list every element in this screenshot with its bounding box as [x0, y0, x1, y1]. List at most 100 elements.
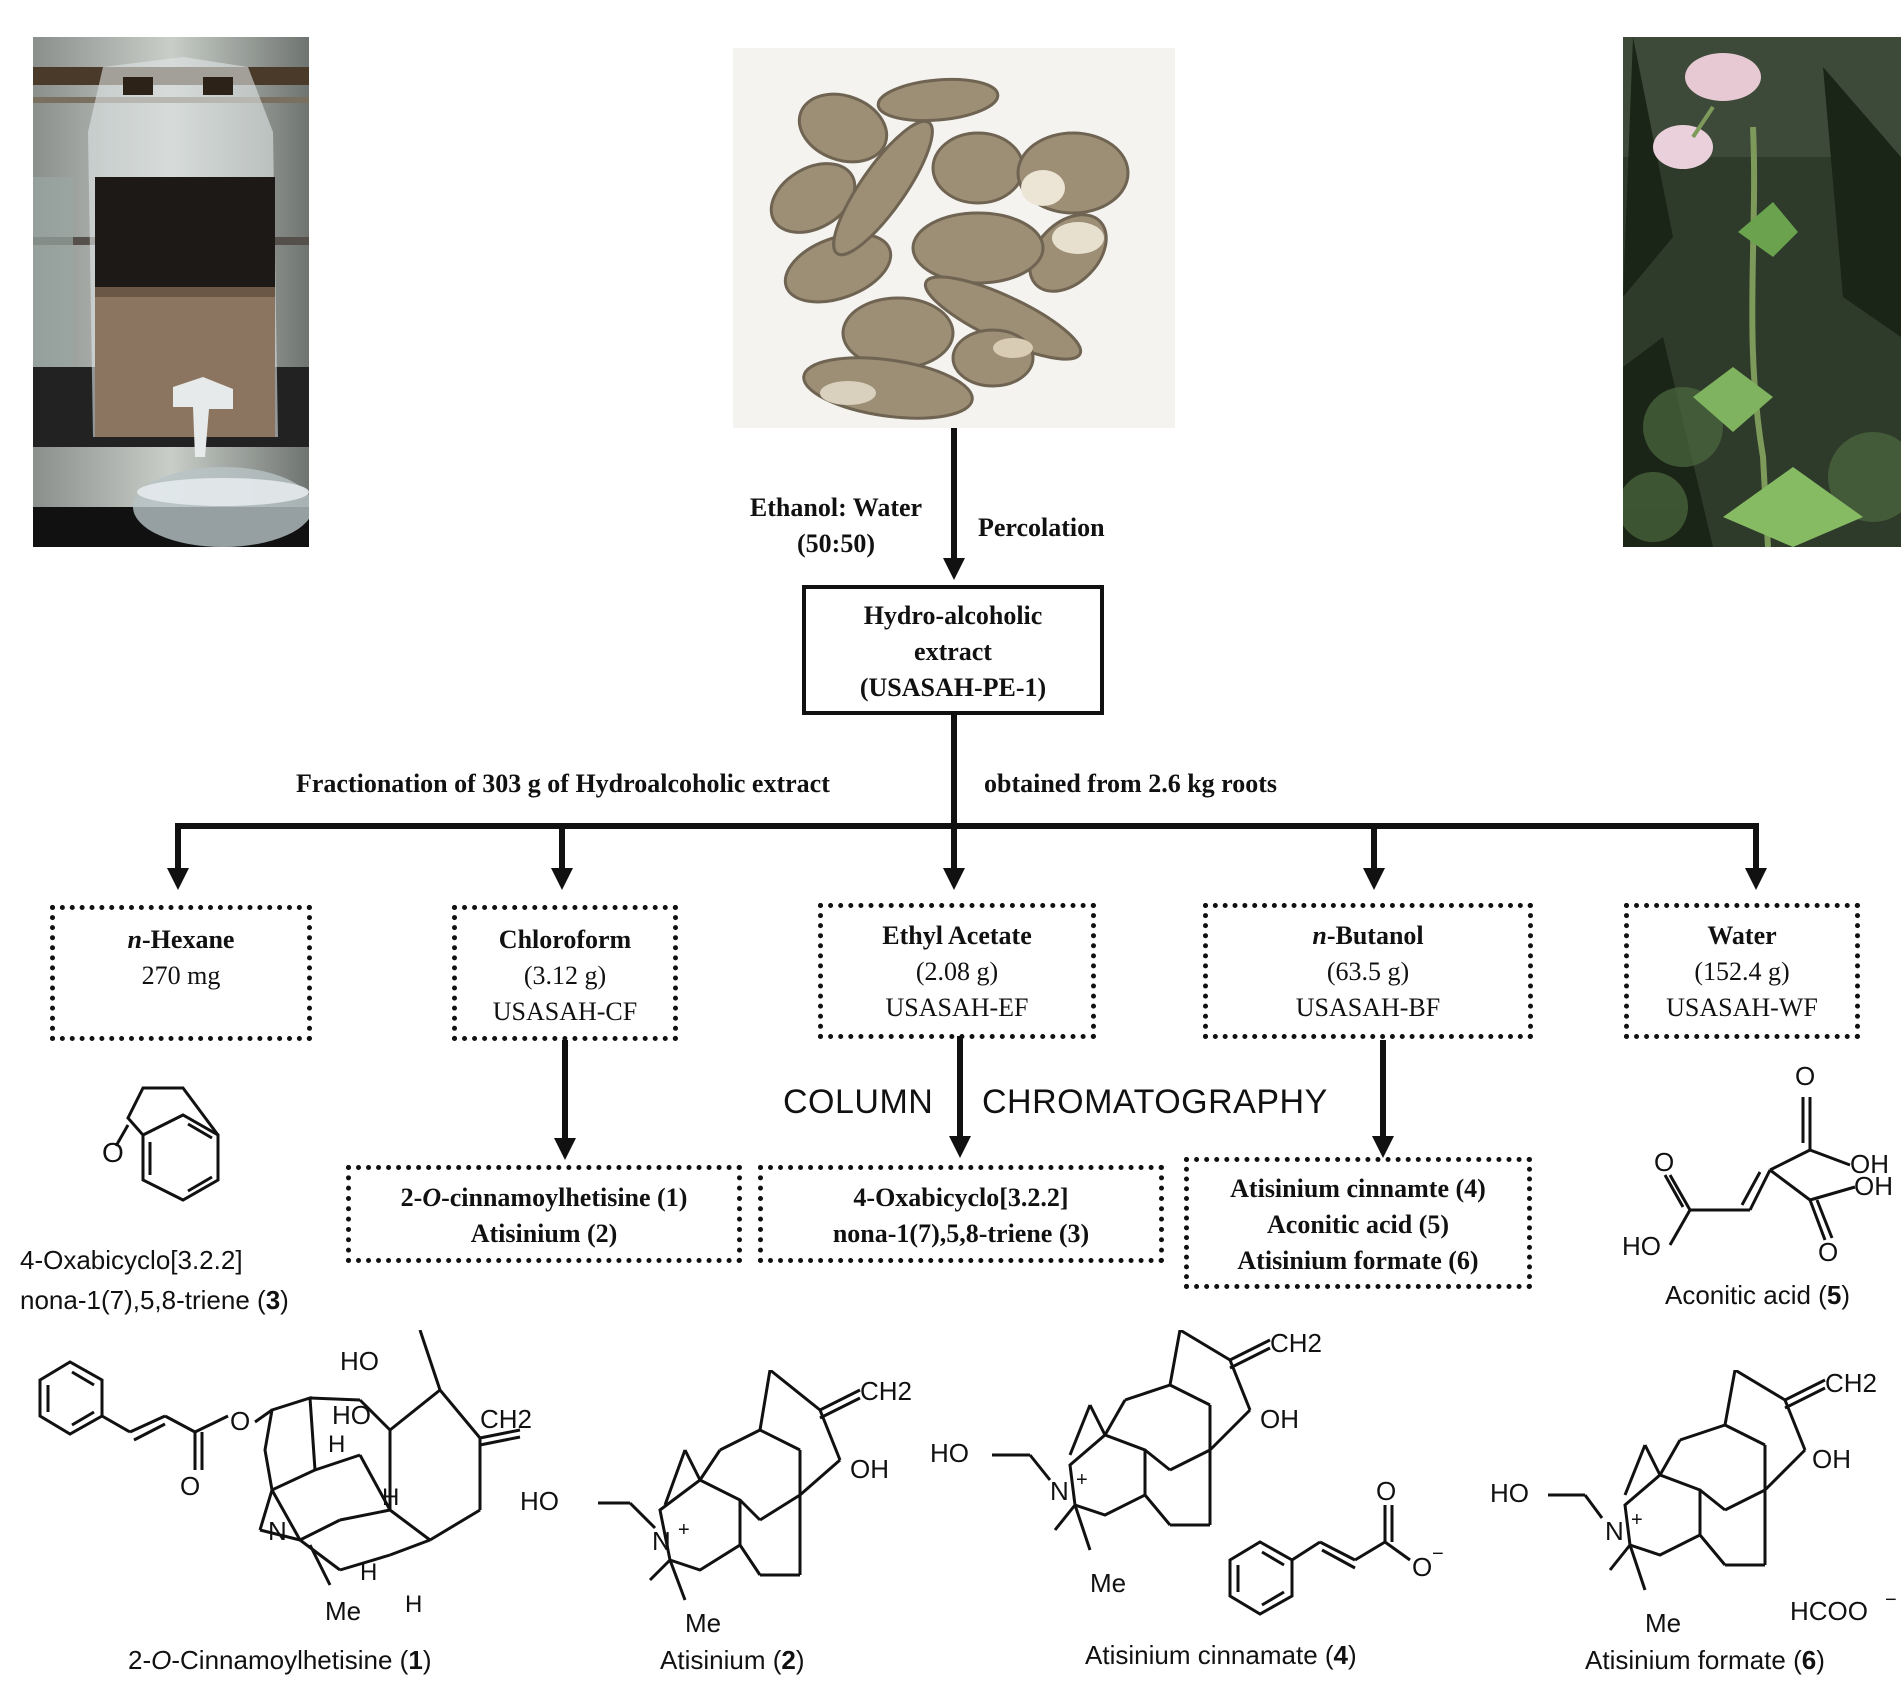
- fraction-name: n-Butanol: [1208, 918, 1528, 954]
- atom-me: Me: [685, 1608, 721, 1638]
- fraction-amount: (63.5 g): [1326, 957, 1410, 986]
- oxabicyclo-caption: 4-Oxabicyclo[3.2.2] nona-1(7),5,8-triene…: [20, 1240, 289, 1320]
- fraction-name: n-Hexane: [55, 922, 307, 958]
- atom-oh: OH: [1260, 1404, 1299, 1434]
- atom-o: O: [230, 1406, 250, 1436]
- atom-o-carbonyl: O: [180, 1471, 200, 1501]
- text-part: Atisinium formate (: [1585, 1645, 1802, 1675]
- compound-number: 1: [408, 1645, 423, 1675]
- compound-number: 2: [781, 1645, 796, 1675]
- fraction-code: USASAH-CF: [492, 997, 638, 1026]
- text-part: Aconitic acid (: [1665, 1280, 1827, 1310]
- charge-plus: +: [678, 1519, 690, 1541]
- fractionation-label-right: obtained from 2.6 kg roots: [984, 769, 1277, 798]
- flowering-plant-photo: [1623, 37, 1901, 547]
- atom-ch2: CH2: [480, 1404, 532, 1434]
- text-part: -cinnamoylhetisine (1): [441, 1183, 688, 1212]
- fraction-code: USASAH-WF: [1666, 993, 1818, 1022]
- caption-line1: 4-Oxabicyclo[3.2.2]: [20, 1245, 243, 1275]
- charge-plus: +: [1631, 1509, 1643, 1531]
- cinnamoylhetisine-caption: 2-O-Cinnamoylhetisine (1): [128, 1645, 431, 1676]
- text-part-italic: O: [151, 1645, 172, 1675]
- fraction-amount: 270 mg: [141, 961, 221, 990]
- isolated-compound-6: Atisinium formate (6): [1237, 1246, 1479, 1275]
- text-part: 2-: [128, 1645, 152, 1675]
- text-part: 2-: [400, 1183, 423, 1212]
- italic-prefix: n: [127, 925, 143, 954]
- text-part-italic: O: [422, 1183, 442, 1212]
- italic-prefix: n: [1312, 921, 1327, 950]
- text-part: ): [422, 1645, 432, 1675]
- atom-h1: H: [328, 1431, 345, 1458]
- atom-h2: H: [382, 1484, 399, 1511]
- atom-oh: OH: [850, 1454, 889, 1484]
- isolated-compound-4: Atisinium cinnamte (4): [1230, 1174, 1486, 1203]
- aconitic-acid-structure: O OH O HO OH O: [1622, 1061, 1893, 1265]
- atisinium-formate-structure: HO N + CH2 OH Me HCOO −: [1490, 1370, 1897, 1638]
- isolated-compound-1: 2-O-cinnamoylhetisine (1): [351, 1180, 737, 1216]
- percolation-label: Percolation: [978, 513, 1105, 542]
- atom-ch2: CH2: [1825, 1370, 1877, 1398]
- atisinium-formate-caption: Atisinium formate (6): [1585, 1645, 1825, 1676]
- atom-me: Me: [325, 1596, 361, 1626]
- text-part: ): [280, 1285, 289, 1315]
- fraction-amount: (3.12 g): [523, 961, 607, 990]
- atisinium-cinnamate-structure: HO N + CH2 OH Me O O −: [930, 1330, 1444, 1616]
- text-part: Atisinium cinnamate (: [1085, 1640, 1334, 1670]
- fraction-name: Water: [1707, 921, 1777, 950]
- extract-line2: extract: [914, 637, 992, 666]
- text-part: Atisinium (: [660, 1645, 782, 1675]
- percolator-jar-photo: [33, 37, 309, 547]
- atom-o: O: [102, 1137, 124, 1168]
- atom-me: Me: [1090, 1568, 1126, 1598]
- atisinium-cinnamate-caption: Atisinium cinnamate (4): [1085, 1640, 1357, 1671]
- atom-ho: HO: [1490, 1478, 1529, 1508]
- text-part: ): [1348, 1640, 1357, 1670]
- charge-minus: −: [1432, 1543, 1444, 1565]
- fraction-code: USASAH-BF: [1295, 993, 1441, 1022]
- extract-line3: (USASAH-PE-1): [859, 673, 1047, 702]
- atom-n: N: [268, 1516, 287, 1546]
- charge-plus: +: [1076, 1469, 1088, 1491]
- compound-number: 4: [1333, 1640, 1349, 1670]
- atom-ch2: CH2: [1270, 1330, 1322, 1358]
- text-part: ): [795, 1645, 805, 1675]
- solvent-ratio-line1: Ethanol: Water: [749, 493, 923, 522]
- isolated-box-ef: 4-Oxabicyclo[3.2.2] nona-1(7),5,8-triene…: [758, 1165, 1164, 1263]
- solvent-label: Ethanol: Water (50:50): [716, 490, 956, 562]
- atom-o1: O: [1795, 1061, 1815, 1091]
- atom-ho: HO: [1622, 1231, 1661, 1261]
- text-part: ): [1841, 1280, 1850, 1310]
- compound-number: 3: [265, 1285, 281, 1315]
- atom-n: N: [652, 1526, 671, 1556]
- atisinium-caption: Atisinium (2): [660, 1645, 805, 1676]
- text-part: -Cinnamoylhetisine (: [171, 1645, 409, 1675]
- text-part: ): [1816, 1645, 1825, 1675]
- isolated-compound-2: Atisinium (2): [470, 1219, 618, 1248]
- aconitic-caption: Aconitic acid (5): [1665, 1280, 1850, 1311]
- caption-line2: nona-1(7),5,8-triene (3): [20, 1280, 289, 1320]
- isolated-compound-3-line2: nona-1(7),5,8-triene (3): [832, 1219, 1090, 1248]
- extract-line1: Hydro-alcoholic: [863, 601, 1043, 630]
- atom-ch2: CH2: [860, 1376, 912, 1406]
- atom-oh: OH: [1812, 1444, 1851, 1474]
- atom-me: Me: [1645, 1608, 1681, 1638]
- isolated-compound-5: Aconitic acid (5): [1267, 1210, 1449, 1239]
- isolated-compound-3-line1: 4-Oxabicyclo[3.2.2]: [853, 1183, 1069, 1212]
- oxabicyclo-structure: O: [102, 1086, 220, 1202]
- dried-roots-photo: [733, 48, 1175, 428]
- formate-anion: HCOO: [1790, 1596, 1868, 1626]
- fraction-box-chloroform: Chloroform (3.12 g) USASAH-CF: [452, 905, 678, 1041]
- fraction-code: USASAH-EF: [885, 993, 1029, 1022]
- fraction-box-water: Water (152.4 g) USASAH-WF: [1624, 903, 1860, 1039]
- atom-ho1: HO: [340, 1346, 379, 1376]
- atom-n: N: [1050, 1476, 1069, 1506]
- hydroalcoholic-extract-box: Hydro-alcoholic extract (USASAH-PE-1): [802, 585, 1104, 715]
- column-label: COLUMN: [783, 1083, 934, 1121]
- compound-number: 6: [1801, 1645, 1817, 1675]
- atom-o1: O: [1376, 1476, 1396, 1506]
- atom-h3: H: [360, 1559, 377, 1586]
- text-part: nona-1(7),5,8-triene (: [20, 1285, 266, 1315]
- atom-ho2: HO: [332, 1400, 371, 1430]
